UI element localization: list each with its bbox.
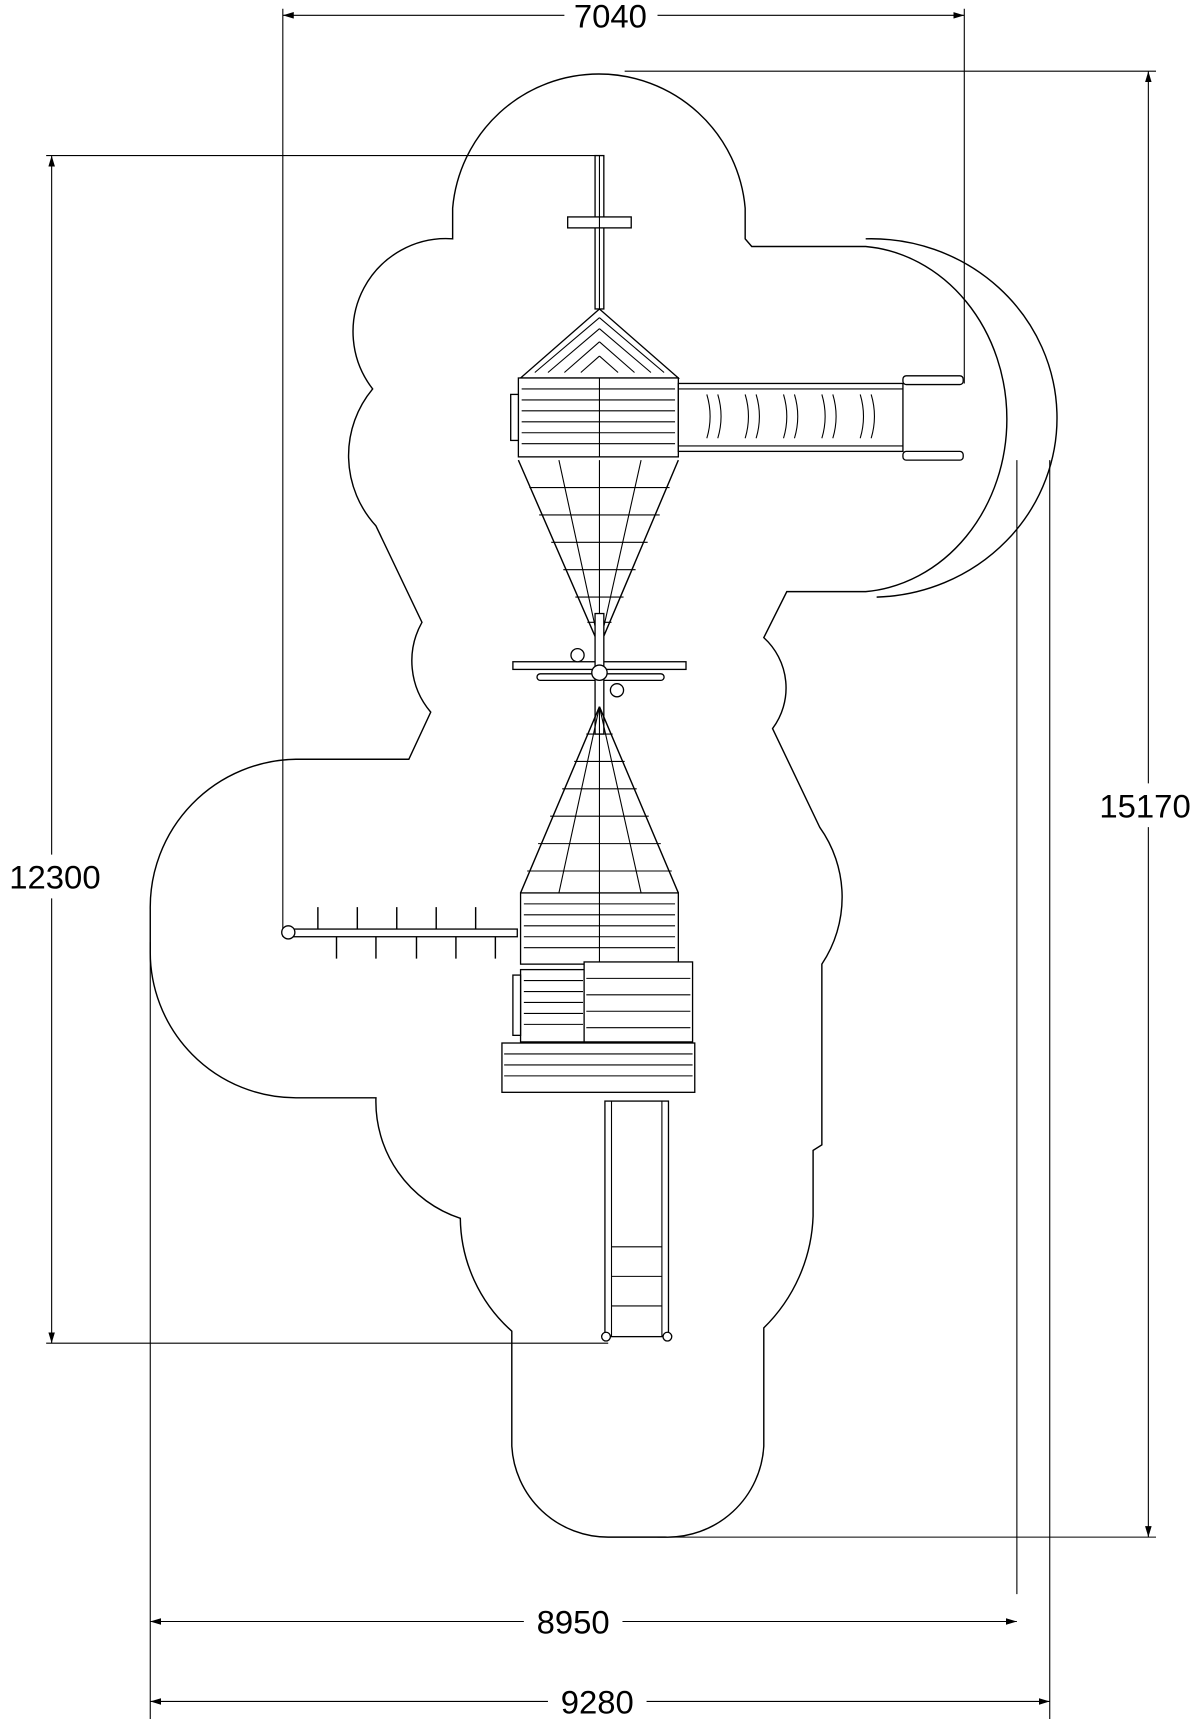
dimension-label-8950: 8950 — [537, 1604, 610, 1641]
safety-zone-outline — [149, 73, 1008, 1538]
upper-tower-roof — [518, 308, 681, 379]
dimension-label-7040: 7040 — [574, 0, 647, 34]
dimension-label-15170: 15170 — [1099, 787, 1190, 824]
dimension-label-12300: 12300 — [9, 859, 100, 896]
side-beam — [281, 907, 518, 959]
lower-ladder — [600, 1100, 673, 1342]
upper-mast — [567, 154, 632, 310]
safety-zone-outer-arc — [865, 238, 1058, 598]
overhead-ladder — [677, 375, 964, 461]
dimension-12300: 12300 — [9, 155, 609, 1344]
lower-tower — [501, 892, 696, 1093]
dimension-label-9280: 9280 — [561, 1684, 634, 1719]
middle-mast — [512, 612, 687, 735]
dimension-8950: 8950 — [149, 460, 1018, 1719]
dimension-7040: 7040 — [282, 0, 965, 937]
lower-climbing-net — [519, 706, 679, 894]
dimension-15170: 15170 — [624, 70, 1191, 1538]
upper-tower-deck — [510, 377, 679, 458]
dimension-9280: 9280 — [150, 460, 1051, 1719]
